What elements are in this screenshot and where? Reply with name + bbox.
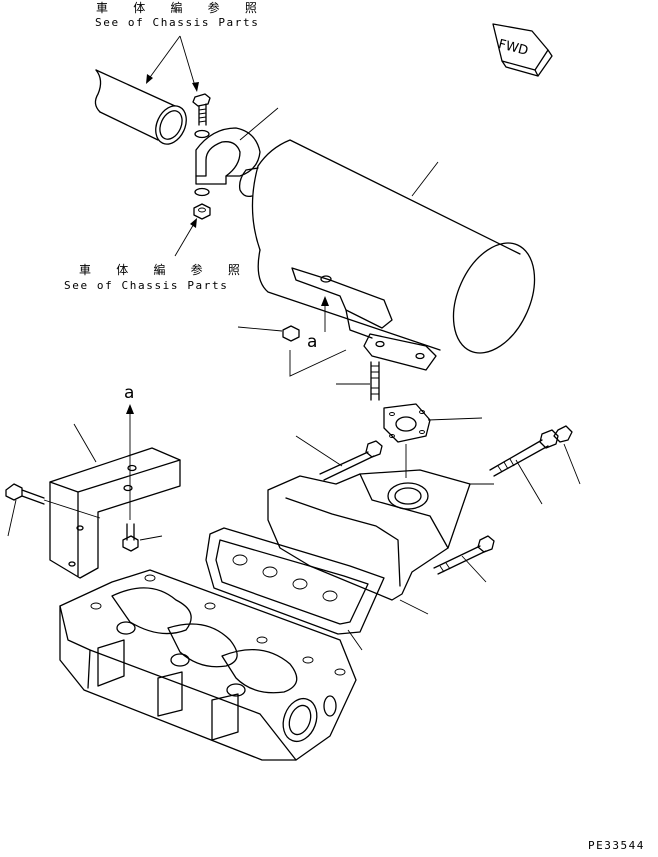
muffler bbox=[238, 139, 536, 371]
ref-a-arrow-lower bbox=[122, 404, 163, 552]
exhaust-manifold bbox=[267, 469, 494, 615]
muffler-studs bbox=[336, 361, 380, 401]
clamp-nut bbox=[174, 203, 211, 257]
chassis-note-middle-en: See of Chassis Parts bbox=[64, 279, 229, 292]
chassis-note-middle-jp: 車 体 編 参 照 bbox=[79, 263, 249, 277]
lifting-bracket bbox=[49, 423, 181, 579]
chassis-note-top-jp: 車 体 編 参 照 bbox=[96, 1, 266, 15]
muffler-gasket bbox=[383, 403, 483, 478]
top-note-leaders bbox=[146, 35, 199, 92]
clamp-band bbox=[194, 107, 279, 197]
bracket-bolt-left bbox=[5, 483, 101, 537]
cylinder-head bbox=[59, 569, 357, 761]
ref-a-bracket bbox=[237, 296, 347, 377]
clamp-bolt bbox=[192, 93, 211, 139]
chassis-note-top-en: See of Chassis Parts bbox=[95, 16, 260, 29]
ref-mark-upper: a bbox=[307, 332, 318, 352]
drawing-code: PE33544 bbox=[588, 839, 645, 852]
ref-mark-lower: a bbox=[124, 383, 135, 403]
exhaust-pipe bbox=[94, 69, 187, 145]
manifold-bolts bbox=[295, 425, 581, 583]
fwd-direction-arrow bbox=[492, 23, 553, 77]
manifold-gasket bbox=[205, 527, 385, 651]
